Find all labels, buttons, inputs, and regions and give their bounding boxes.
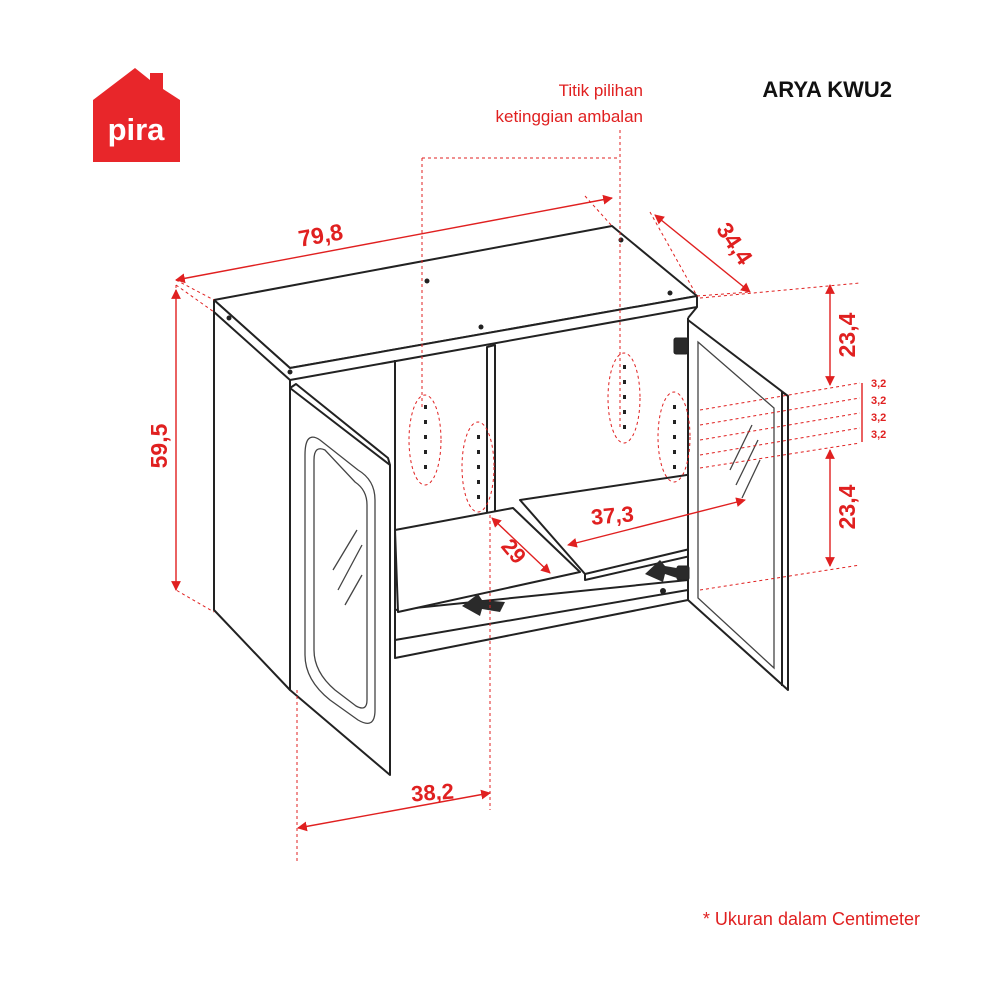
bottom-guide — [296, 515, 491, 862]
logo-text: pira — [108, 112, 166, 147]
note-line1: Titik pilihan — [559, 81, 643, 100]
screw-hole — [667, 290, 673, 296]
left-door — [289, 387, 391, 776]
shelf-hole-marker — [657, 391, 691, 483]
depth-dim-line — [654, 214, 751, 293]
shelf-hole-marker — [408, 394, 442, 486]
arrow-icon — [645, 560, 688, 582]
cabinet — [213, 225, 789, 776]
screw-hole — [424, 278, 430, 284]
screw-hole — [287, 369, 293, 375]
top-gap-dim-label: 23,4 — [834, 312, 860, 357]
dimension-lines — [171, 194, 863, 832]
step1-dim-label: 3,2 — [871, 378, 886, 390]
screw-hole — [618, 237, 624, 243]
width-dim-line — [175, 194, 613, 284]
arrow-icon — [462, 594, 505, 616]
model-title: ARYA KWU2 — [762, 77, 892, 102]
shelf-width-dim-label: 37,3 — [590, 501, 635, 530]
left-door-window — [304, 436, 376, 724]
footnote: * Ukuran dalam Centimeter — [703, 909, 920, 929]
step3-dim-label: 3,2 — [871, 412, 886, 424]
height-guide — [175, 284, 215, 613]
right-door-edge — [781, 391, 789, 686]
step4-dim-label: 3,2 — [871, 429, 886, 441]
right-glass-reflection — [729, 424, 761, 499]
depth-dim-label: 34,4 — [711, 218, 758, 270]
width-dim-label: 79,8 — [296, 218, 345, 251]
screw-hole — [226, 315, 232, 321]
note-line2: ketinggian ambalan — [496, 107, 643, 126]
half-width-dim-label: 38,2 — [410, 779, 454, 807]
screw-hole — [660, 588, 666, 594]
house-icon — [93, 68, 180, 162]
shelf-hole-marker — [461, 421, 495, 513]
half-width-dim-line — [297, 789, 491, 832]
height-dim-label: 59,5 — [146, 423, 172, 468]
bottom-gap-dim-label: 23,4 — [834, 484, 860, 529]
screw-hole — [478, 324, 484, 330]
left-glass-reflection — [332, 529, 363, 606]
bottom-front-rail — [394, 589, 689, 641]
shelf-width-dim-line — [567, 497, 746, 548]
step2-dim-label: 3,2 — [871, 395, 886, 407]
peg-holes — [424, 365, 676, 499]
left-door-window-inner — [313, 448, 368, 709]
right-height-guide — [699, 282, 861, 591]
shelf-hole-marker — [607, 352, 641, 444]
left-door-frame — [289, 383, 391, 466]
shelf-depth-dim-line — [491, 517, 551, 574]
pira-logo: pira — [93, 68, 180, 162]
hinge-icon — [673, 337, 689, 355]
